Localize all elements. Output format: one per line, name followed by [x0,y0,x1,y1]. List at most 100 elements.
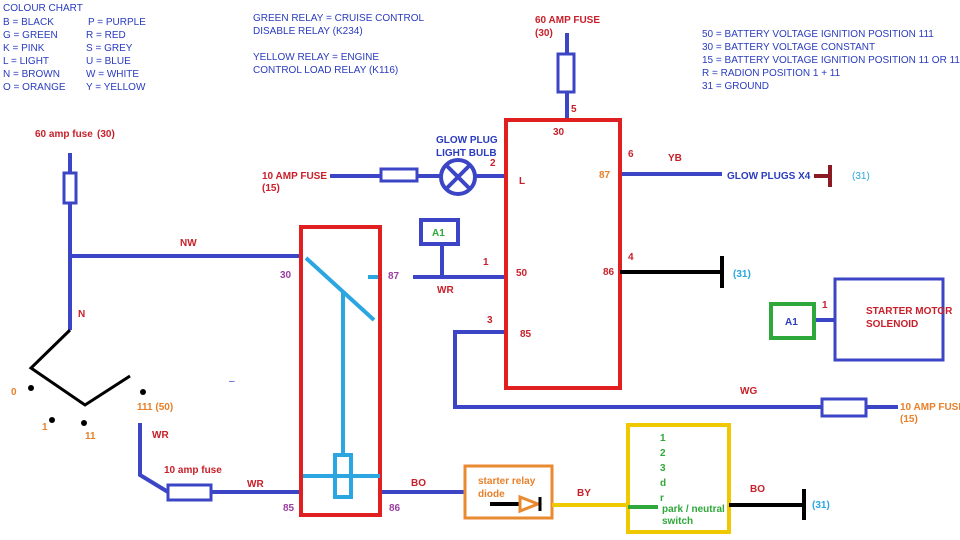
ign-pos-111: 111 (50) [137,402,173,413]
starter-solenoid-box [833,277,945,362]
pin-86: 86 [603,267,615,278]
glow-ground [814,165,832,187]
solenoid-label: STARTER MOTOR [866,306,953,317]
park-pos: 3 [660,463,666,474]
ignition-switch [28,328,146,426]
right-relay [504,118,622,390]
pin-87: 87 [599,170,611,181]
left-pin-85: 85 [283,503,295,514]
dash-mark: – [229,376,235,387]
glow-fuse-label: 10 AMP FUSE [262,171,327,182]
wire-wg [453,330,822,409]
legend-entry: R = RADION POSITION 1 + 11 [702,68,841,79]
colour-entry: Y = YELLOW [86,82,146,93]
left-fuse-terminal: (30) [97,129,115,140]
a1-right-label: A1 [785,317,798,328]
diode-box [463,464,554,520]
wire-bo2-label: BO [750,484,765,495]
relay-note: GREEN RELAY = CRUISE CONTROL [253,13,424,24]
colour-chart-title: COLOUR CHART [3,3,83,14]
colour-entry: W = WHITE [86,69,139,80]
pin-2: 2 [490,158,496,169]
wire-n-label: N [78,309,85,320]
ign-pos-11: 11 [85,431,96,442]
a1-right-box [769,302,816,340]
wires [68,33,898,494]
top-fuse-label: 60 AMP FUSE [535,15,600,26]
pin-6: 6 [628,149,634,160]
park-neutral-switch-box [626,423,731,534]
colour-entry: G = GREEN [3,30,58,41]
wire-wr-label: WR [152,430,169,441]
park-switch-label: park / neutral [662,504,725,515]
legend-entry: 30 = BATTERY VOLTAGE CONSTANT [702,42,875,53]
glow-plug-bulb [439,158,477,196]
relay-notes: GREEN RELAY = CRUISE CONTROL DISABLE REL… [253,13,424,76]
colour-entry: O = ORANGE [3,82,66,93]
pin-5: 5 [571,104,577,115]
wire-wr-label: WR [247,479,264,490]
left-pin-87: 87 [388,271,400,282]
wire-wg-label: WG [740,386,757,397]
ign-pos-1: 1 [42,422,48,433]
park-pos: r [660,493,664,504]
legend-entry: 15 = BATTERY VOLTAGE IGNITION POSITION 1… [702,55,960,66]
pin-3: 3 [487,315,493,326]
legend-entry: 31 = GROUND [702,81,769,92]
legend-entry: 50 = BATTERY VOLTAGE IGNITION POSITION 1… [702,29,934,40]
colour-entry: S = GREY [86,43,133,54]
relay-note: CONTROL LOAD RELAY (K116) [253,65,398,76]
wire-by-label: BY [577,488,591,499]
fuse-60a-left [62,171,78,205]
glow-ground-label: (31) [852,171,870,182]
relay-coil [333,453,353,499]
left-pin-86: 86 [389,503,401,514]
colour-chart: COLOUR CHART B = BLACK G = GREEN K = PIN… [3,3,146,93]
colour-entry: N = BROWN [3,69,60,80]
park-pos: 1 [660,433,666,444]
park-pos: 2 [660,448,666,459]
fuse-lower-label: 10 amp fuse [164,465,222,476]
bulb-label: GLOW PLUG [436,135,498,146]
colour-entry: R = RED [86,30,126,41]
diode-label: diode [478,489,505,500]
wire-yb-label: YB [668,153,682,164]
colour-entry: P = PURPLE [88,17,146,28]
a1-top-label: A1 [432,228,445,239]
left-fuse-label: 60 amp fuse [35,129,93,140]
fuse-10a-right [820,397,868,418]
wire-nw-label: NW [180,238,197,249]
colour-entry: U = BLUE [86,56,131,67]
a1-top-box [419,218,460,246]
pin-30: 30 [553,127,565,138]
pin-85: 85 [520,329,532,340]
fuse-right-label: 10 AMP FUSE [900,402,960,413]
fuse-right-terminal: (15) [900,414,918,425]
colour-entry: B = BLACK [3,17,54,28]
wire-bo-label: BO [411,478,426,489]
glow-plugs-label: GLOW PLUGS X4 [727,171,811,182]
park-switch-label: switch [662,516,693,527]
left-relay [299,225,382,517]
ignition-arm [28,328,131,407]
fuse-60a-top [556,52,576,94]
fuse-10a-glow [379,167,419,183]
colour-entry: L = LIGHT [3,56,49,67]
pin-4: 4 [628,252,634,263]
terminal-legend: 50 = BATTERY VOLTAGE IGNITION POSITION 1… [702,29,960,92]
left-pin-30: 30 [280,270,292,281]
relay-note: YELLOW RELAY = ENGINE [253,52,379,63]
fuses [62,52,868,502]
colour-entry: K = PINK [3,43,45,54]
ground-86-label: (31) [733,269,751,280]
park-ground-label: (31) [812,500,830,511]
bulb-label: LIGHT BULB [436,148,497,159]
solenoid-label: SOLENOID [866,319,918,330]
diode-label: starter relay [478,476,536,487]
glow-fuse-terminal: (15) [262,183,280,194]
wire-wr-ign [138,423,170,494]
relay-internals [303,256,380,499]
pin-l: L [519,176,525,187]
grounds [620,256,806,520]
